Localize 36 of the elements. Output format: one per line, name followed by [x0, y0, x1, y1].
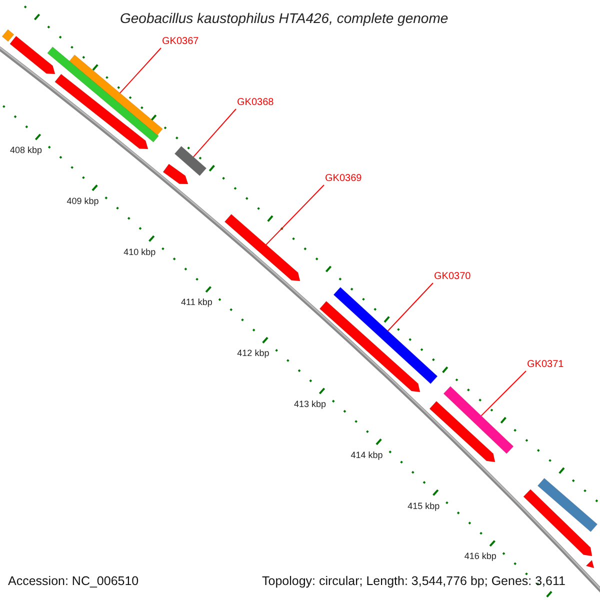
- map-info: Topology: circular; Length: 3,544,776 bp; Genes: 3,611: [262, 575, 566, 588]
- leader-line: [192, 108, 236, 158]
- gene-label: GK0367: [162, 37, 199, 47]
- gene-bar: [69, 54, 163, 136]
- gene-label: GK0369: [325, 174, 362, 184]
- scale-label: 411 kbp: [181, 298, 212, 308]
- scale-label: 409 kbp: [66, 196, 99, 206]
- gene-feature: [10, 36, 56, 74]
- scale-label: 410 kbp: [124, 248, 156, 257]
- leader-line: [387, 282, 434, 332]
- gene-feature: [586, 560, 594, 568]
- gene-label: GK0371: [527, 360, 564, 370]
- gene-label: GK0370: [434, 272, 471, 282]
- gene-feature: [523, 489, 592, 556]
- gene-feature: [319, 301, 420, 392]
- title: Geobacillus kaustophilus HTA426, complete genome: [120, 11, 448, 25]
- gene-bar: [443, 386, 514, 454]
- gene-bar: [2, 29, 14, 42]
- scale-label: 416 kbp: [464, 552, 496, 562]
- gene-feature: [224, 214, 300, 282]
- gene-bar: [537, 478, 598, 532]
- scale-label: 414 kbp: [350, 450, 383, 460]
- scale-label: 408 kbp: [10, 146, 42, 155]
- gene-feature: [162, 164, 188, 184]
- scale-label: 413 kbp: [294, 400, 326, 409]
- leader-line: [266, 184, 324, 246]
- scale-label: 412 kbp: [237, 349, 270, 358]
- gene-label: GK0368: [237, 98, 274, 108]
- gene-feature: [429, 401, 496, 462]
- gene-bar: [174, 146, 207, 176]
- leader-line: [480, 370, 526, 416]
- gene-bar: [47, 46, 159, 142]
- gene-feature: [54, 74, 148, 150]
- scale-label: 415 kbp: [408, 502, 440, 511]
- map-info: Accession: NC_006510: [8, 575, 139, 588]
- gene-bar: [333, 287, 438, 384]
